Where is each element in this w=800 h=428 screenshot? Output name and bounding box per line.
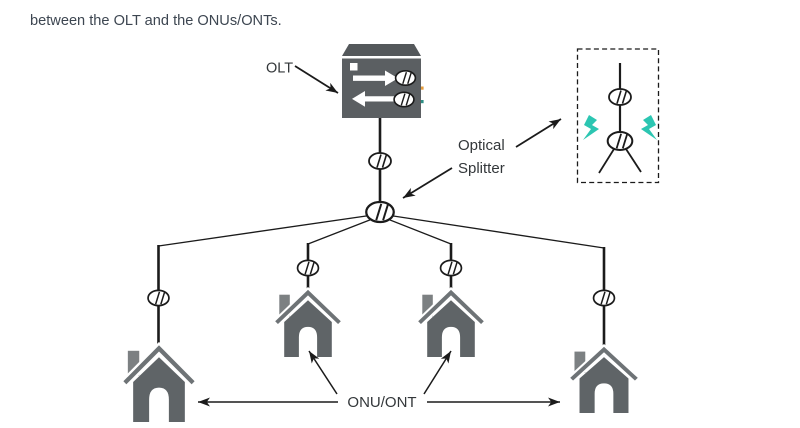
- optical-splitter-icon: [365, 200, 395, 224]
- inset-pointer-arrow: [515, 118, 562, 148]
- led-orange-dot: [421, 86, 424, 90]
- onu-ont-label: ONU/ONT: [347, 394, 416, 411]
- drop-branch-line-3: [379, 215, 452, 245]
- olt-device-top-face: [342, 44, 421, 56]
- splitter-pointer-arrow: [402, 167, 453, 199]
- house-icon-3: [416, 287, 486, 357]
- olt-fiber-port-icon: [393, 91, 415, 108]
- downstream-arrow-icon: [353, 70, 398, 86]
- onu-pointer-arrows: [198, 350, 560, 407]
- fiber-connector-icon: [147, 289, 170, 307]
- drop-branch-line-1: [158, 213, 381, 247]
- distribution-fiber-lines: [158, 213, 605, 249]
- optical-splitter-icon: [606, 131, 634, 151]
- fiber-connector-icon: [592, 289, 616, 307]
- olt-port-square: [350, 63, 358, 71]
- optical-splitter-label-line2: Splitter: [458, 160, 505, 177]
- fiber-connector-icon: [608, 88, 632, 106]
- drop-branch-line-4: [379, 213, 605, 249]
- drop-fiber-lines: [157, 243, 606, 348]
- splitter-detail-inset: [576, 48, 660, 184]
- fiber-connector-icon: [439, 259, 463, 277]
- house-icon-2: [273, 287, 343, 357]
- optical-splitter-label-line1: Optical: [458, 137, 505, 154]
- olt-pointer-arrow: [294, 65, 339, 94]
- house-icon-4: [568, 344, 640, 413]
- intro-text: between the OLT and the ONUs/ONTs.: [30, 13, 282, 29]
- upstream-arrow-icon: [352, 91, 397, 107]
- onu-arrow-upleft: [308, 350, 338, 395]
- olt-fiber-port-icon: [394, 69, 417, 87]
- inset-dashed-border: [576, 48, 660, 184]
- onu-arrow-upright: [423, 350, 452, 395]
- olt-label: OLT: [266, 61, 293, 77]
- inset-output-fiber-left: [598, 148, 615, 174]
- inset-output-fiber-right: [625, 148, 642, 173]
- led-teal-dot: [421, 100, 424, 104]
- house-icon-1: [121, 342, 197, 422]
- olt-device-icon: [342, 44, 424, 118]
- fiber-connector-icon: [296, 259, 320, 277]
- drop-branch-line-2: [307, 215, 381, 245]
- fiber-connector-icon: [368, 152, 392, 170]
